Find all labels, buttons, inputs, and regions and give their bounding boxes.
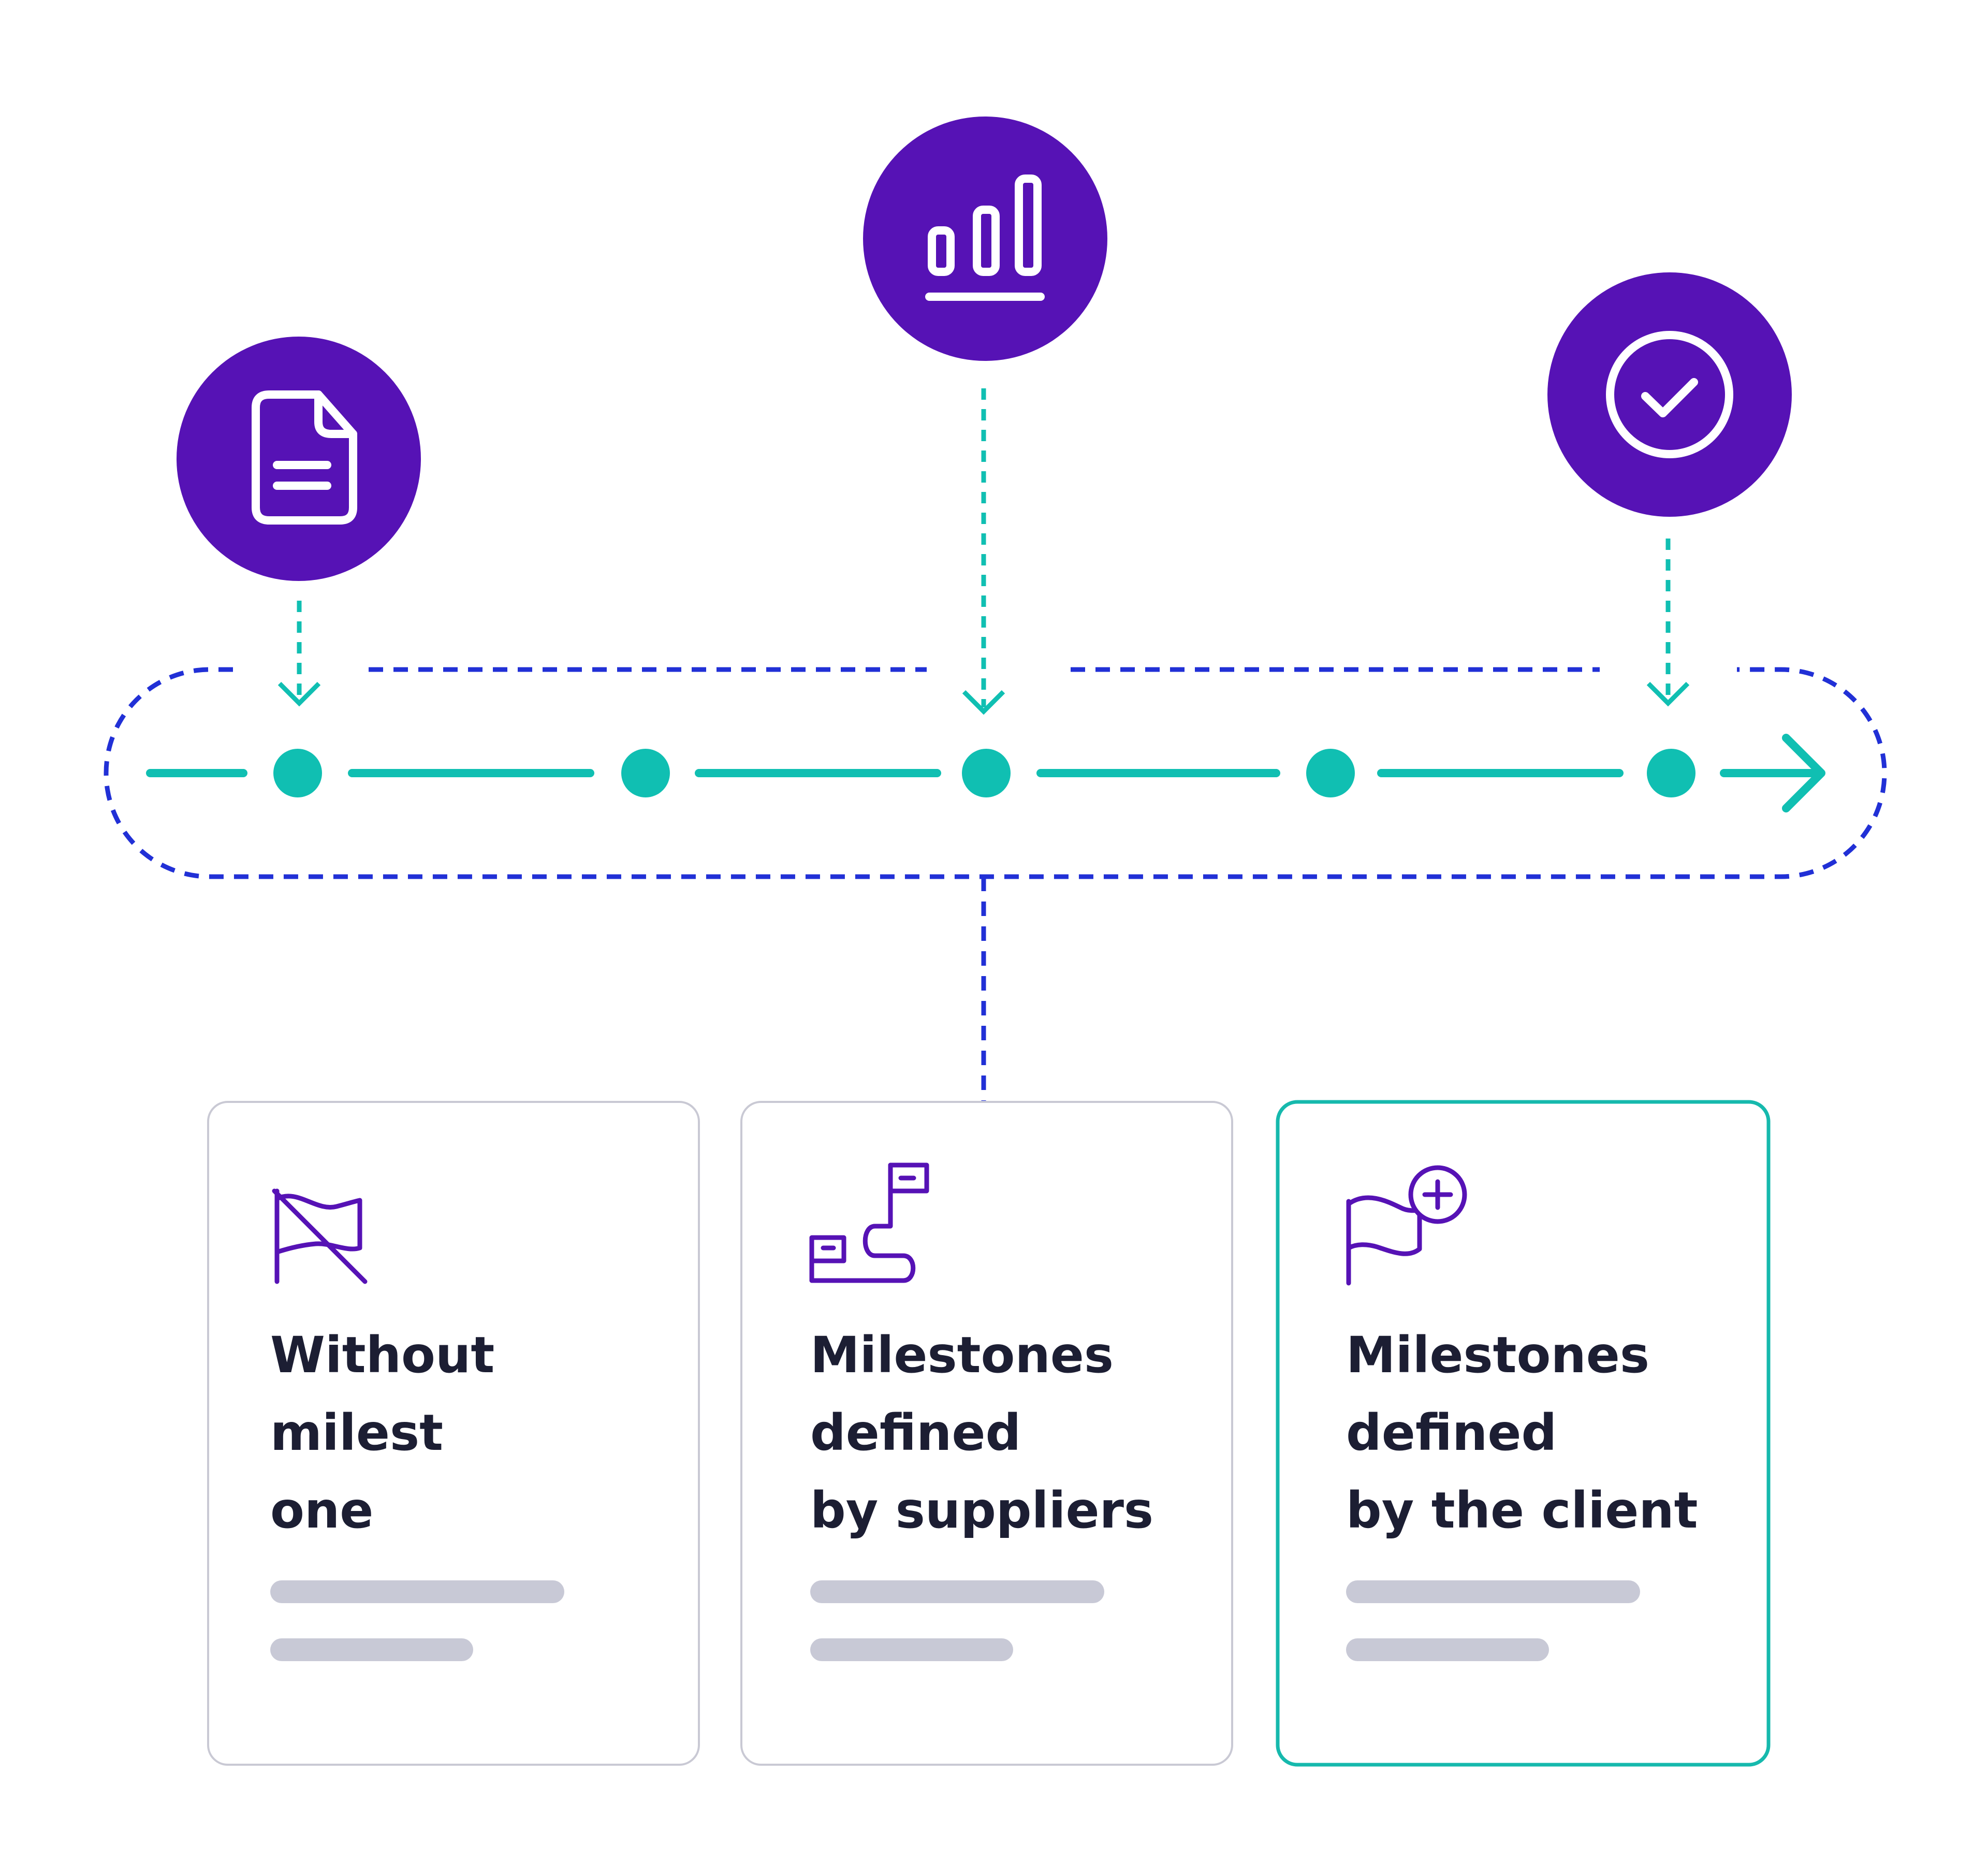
check-circle-icon — [1606, 331, 1733, 458]
placeholder-line — [1346, 1638, 1549, 1661]
option-card-defined-by-suppliers[interactable]: Milestones defined by suppliers — [740, 1101, 1233, 1766]
placeholder-line — [810, 1580, 1104, 1603]
frame-left-cap — [104, 667, 1887, 879]
icon-circle — [1547, 272, 1792, 517]
milestone-icon-check — [1547, 272, 1792, 517]
timeline-dot — [1306, 749, 1355, 797]
card-title-line: Milestones — [810, 1326, 1114, 1384]
card-title-line: milest — [270, 1404, 443, 1462]
flag-path-icon — [809, 1162, 929, 1283]
icon-circle — [863, 117, 1107, 361]
placeholder-line — [810, 1638, 1013, 1661]
card-title-line: defined — [810, 1404, 1021, 1462]
drop-arrowhead-2 — [962, 690, 1005, 715]
placeholder-line — [270, 1638, 473, 1661]
placeholder-line — [1346, 1580, 1640, 1603]
arrow-right-icon — [1782, 734, 1825, 812]
placeholder-line — [270, 1580, 564, 1603]
timeline-dots — [273, 749, 1695, 797]
card-title: Milestones defined by the client — [1346, 1326, 1698, 1539]
card-title: Milestones defined by suppliers — [810, 1326, 1153, 1539]
option-card-without-milestone[interactable]: Without milest one — [207, 1101, 700, 1766]
option-card-defined-by-client[interactable]: Milestones defined by the client — [1276, 1100, 1771, 1767]
bar-chart-icon — [925, 175, 1045, 301]
timeline-line — [146, 734, 1825, 812]
flag-plus-icon — [1346, 1165, 1467, 1286]
card-title: Without milest one — [270, 1326, 512, 1539]
timeline-dot — [273, 749, 322, 797]
card-title-line: defined — [1346, 1404, 1557, 1462]
drop-lines — [277, 388, 1690, 715]
card-title-line: by the client — [1346, 1481, 1698, 1539]
card-title-line: by suppliers — [810, 1481, 1153, 1539]
timeline-frame — [104, 667, 1887, 1102]
document-icon — [252, 390, 357, 525]
card-title-line: one — [270, 1481, 373, 1539]
flag-crossed-icon — [272, 1188, 368, 1284]
drop-arrowhead-3 — [1646, 681, 1690, 707]
icon-circle — [177, 337, 421, 581]
milestone-icon-document — [177, 337, 421, 581]
card-title-line: Milestones — [1346, 1326, 1649, 1384]
timeline-dot — [1647, 749, 1695, 797]
drop-arrowhead-1 — [277, 681, 321, 707]
timeline-dot — [621, 749, 670, 797]
card-title-line: Without — [270, 1326, 494, 1384]
timeline-dot — [962, 749, 1011, 797]
milestone-icon-chart — [863, 117, 1107, 361]
